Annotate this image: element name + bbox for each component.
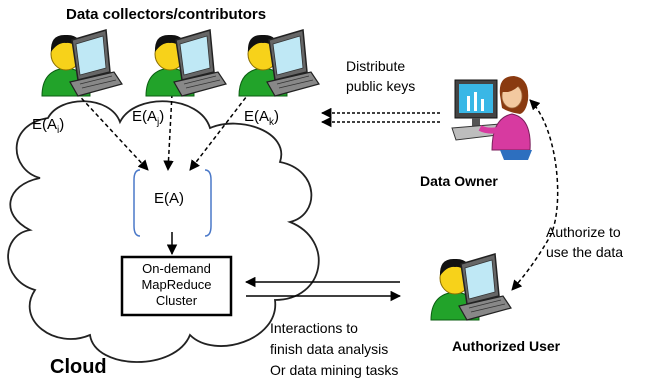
collector-person-icon	[145, 29, 227, 97]
collector-person-icon	[41, 29, 123, 97]
data-owner-icon	[451, 76, 532, 160]
data-owner-label: Data Owner	[420, 173, 498, 189]
authorized-user-label: Authorized User	[452, 338, 561, 354]
collector-label-j: E(Aj)	[132, 108, 165, 128]
collector-label-k: E(Ak)	[244, 108, 280, 128]
collector-label-i: E(Ai)	[32, 116, 65, 136]
authorize-label: Authorize to use the data	[546, 224, 624, 260]
arrow-authorize	[511, 99, 559, 291]
authorized-user-icon	[430, 253, 512, 321]
collector-person-icon	[238, 29, 320, 97]
arrow-collector-i	[71, 87, 149, 171]
distribute-keys-label: Distribute public keys	[346, 58, 416, 94]
arrow-collector-k	[189, 91, 251, 171]
interactions-label: Interactions to finish data analysis Or …	[270, 320, 399, 378]
collectors-title: Data collectors/contributors	[66, 6, 267, 23]
mapreduce-cluster-box	[120, 255, 233, 317]
encrypted-store-bracket	[133, 169, 212, 237]
arrow-collector-j	[163, 93, 174, 172]
encrypted-store-label: E(A)	[154, 190, 184, 207]
cloud-label: Cloud	[50, 356, 107, 378]
cluster-label: On-demand MapReduce Cluster	[141, 261, 212, 308]
cloud-shape	[7, 100, 320, 363]
